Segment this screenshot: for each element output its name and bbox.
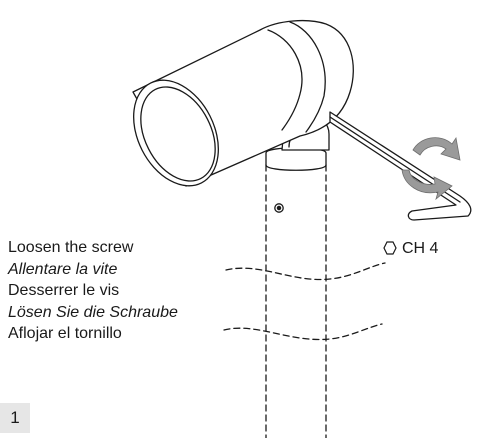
tool-size-label: CH 4 <box>383 240 438 258</box>
allen-key <box>329 111 472 221</box>
rotate-arrows-icon <box>401 136 461 201</box>
pole-collar <box>265 147 327 171</box>
set-screw <box>274 203 284 213</box>
instruction-en: Loosen the screw <box>8 239 134 256</box>
step-number-badge: 1 <box>0 403 30 433</box>
instruction-it: Allentare la vite <box>8 260 118 278</box>
lamp-lens <box>133 79 219 187</box>
instruction-text: Loosen the screw Allentare la vite Desse… <box>8 237 178 345</box>
instruction-fr: Desserrer le vis <box>8 282 120 300</box>
break-marks <box>223 262 386 341</box>
instruction-de: Lösen Sie die Schraube <box>8 303 178 321</box>
tool-size-text: CH 4 <box>402 240 439 257</box>
pole <box>265 164 327 438</box>
hexagon-icon <box>383 241 397 255</box>
instruction-es: Aflojar el tornillo <box>8 325 122 343</box>
